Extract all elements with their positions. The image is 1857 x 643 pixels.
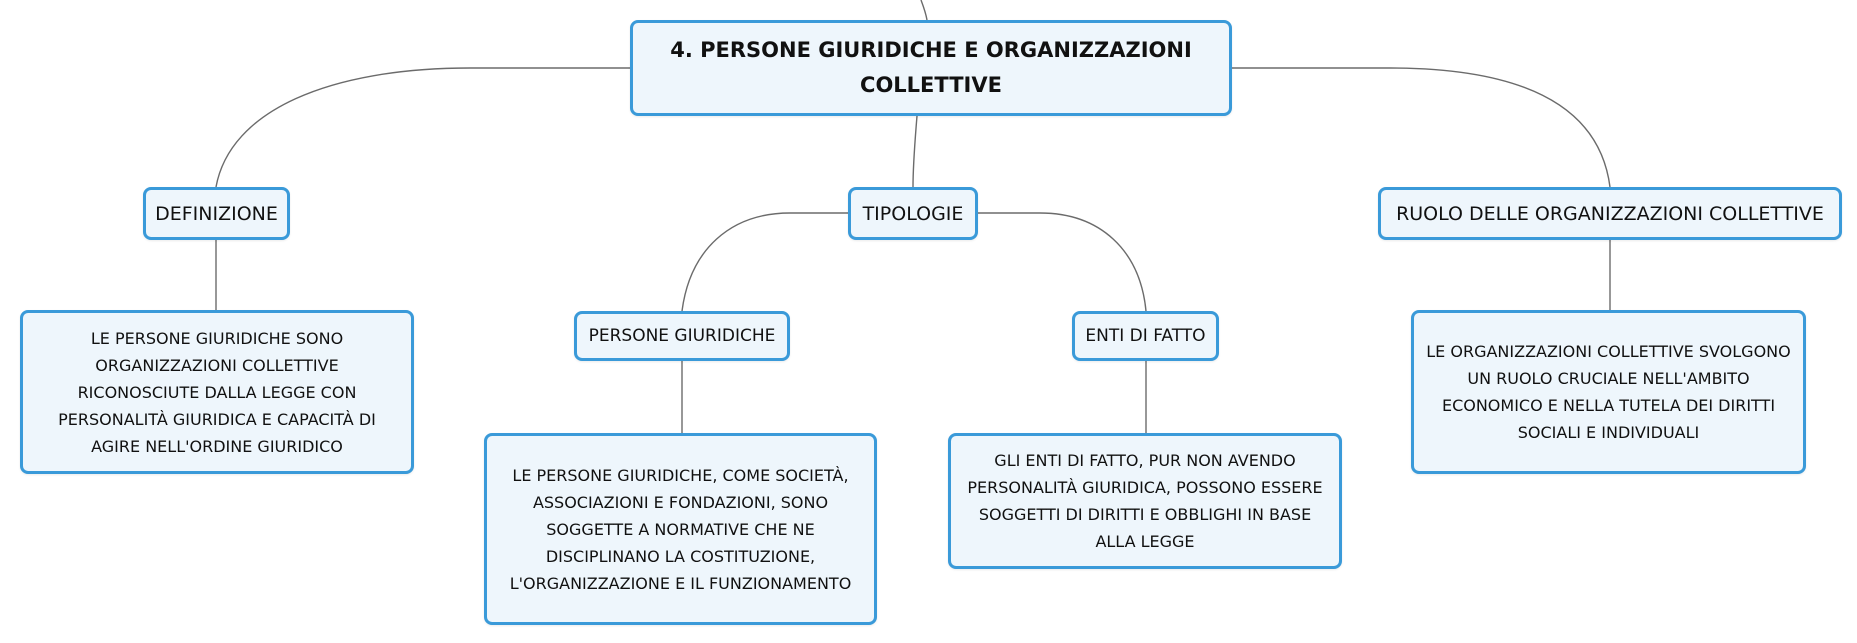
branch-label-ruolo: RUOLO DELLE ORGANIZZAZIONI COLLETTIVE [1396, 202, 1824, 225]
connector-to-parent [920, 0, 928, 21]
connector-root-tipologie [912, 115, 918, 188]
detail-text-ruolo: LE ORGANIZZAZIONI COLLETTIVE SVOLGONO UN… [1426, 342, 1791, 442]
branch-node-tipologie[interactable]: TIPOLOGIE [848, 187, 978, 240]
subtopic-node-enti-di-fatto[interactable]: ENTI DI FATTO [1072, 311, 1219, 361]
branch-label-definizione: DEFINIZIONE [155, 202, 278, 225]
branch-node-definizione[interactable]: DEFINIZIONE [143, 187, 290, 240]
detail-node-persone-giuridiche[interactable]: LE PERSONE GIURIDICHE, COME SOCIETÀ, ASS… [484, 433, 877, 625]
detail-node-ruolo[interactable]: LE ORGANIZZAZIONI COLLETTIVE SVOLGONO UN… [1411, 310, 1806, 474]
central-topic-node[interactable]: 4. PERSONE GIURIDICHE E ORGANIZZAZIONI C… [630, 20, 1232, 116]
connector-tipologie-enti [978, 212, 1147, 312]
subtopic-label-enti-di-fatto: ENTI DI FATTO [1085, 326, 1206, 346]
central-topic-title: 4. PERSONE GIURIDICHE E ORGANIZZAZIONI C… [670, 38, 1192, 97]
connector-root-definizione [215, 67, 630, 188]
branch-node-ruolo[interactable]: RUOLO DELLE ORGANIZZAZIONI COLLETTIVE [1378, 187, 1842, 240]
detail-text-persone-giuridiche: LE PERSONE GIURIDICHE, COME SOCIETÀ, ASS… [509, 465, 852, 593]
connector-tipologie-persone [681, 212, 848, 312]
detail-text-definizione: LE PERSONE GIURIDICHE SONO ORGANIZZAZION… [58, 328, 376, 456]
detail-node-enti-di-fatto[interactable]: GLI ENTI DI FATTO, PUR NON AVENDO PERSON… [948, 433, 1342, 569]
subtopic-label-persone-giuridiche: PERSONE GIURIDICHE [588, 326, 776, 346]
branch-label-tipologie: TIPOLOGIE [862, 202, 964, 225]
subtopic-node-persone-giuridiche[interactable]: PERSONE GIURIDICHE [574, 311, 790, 361]
detail-node-definizione[interactable]: LE PERSONE GIURIDICHE SONO ORGANIZZAZION… [20, 310, 414, 474]
detail-text-enti-di-fatto: GLI ENTI DI FATTO, PUR NON AVENDO PERSON… [967, 451, 1323, 551]
connector-root-ruolo [1232, 67, 1611, 188]
